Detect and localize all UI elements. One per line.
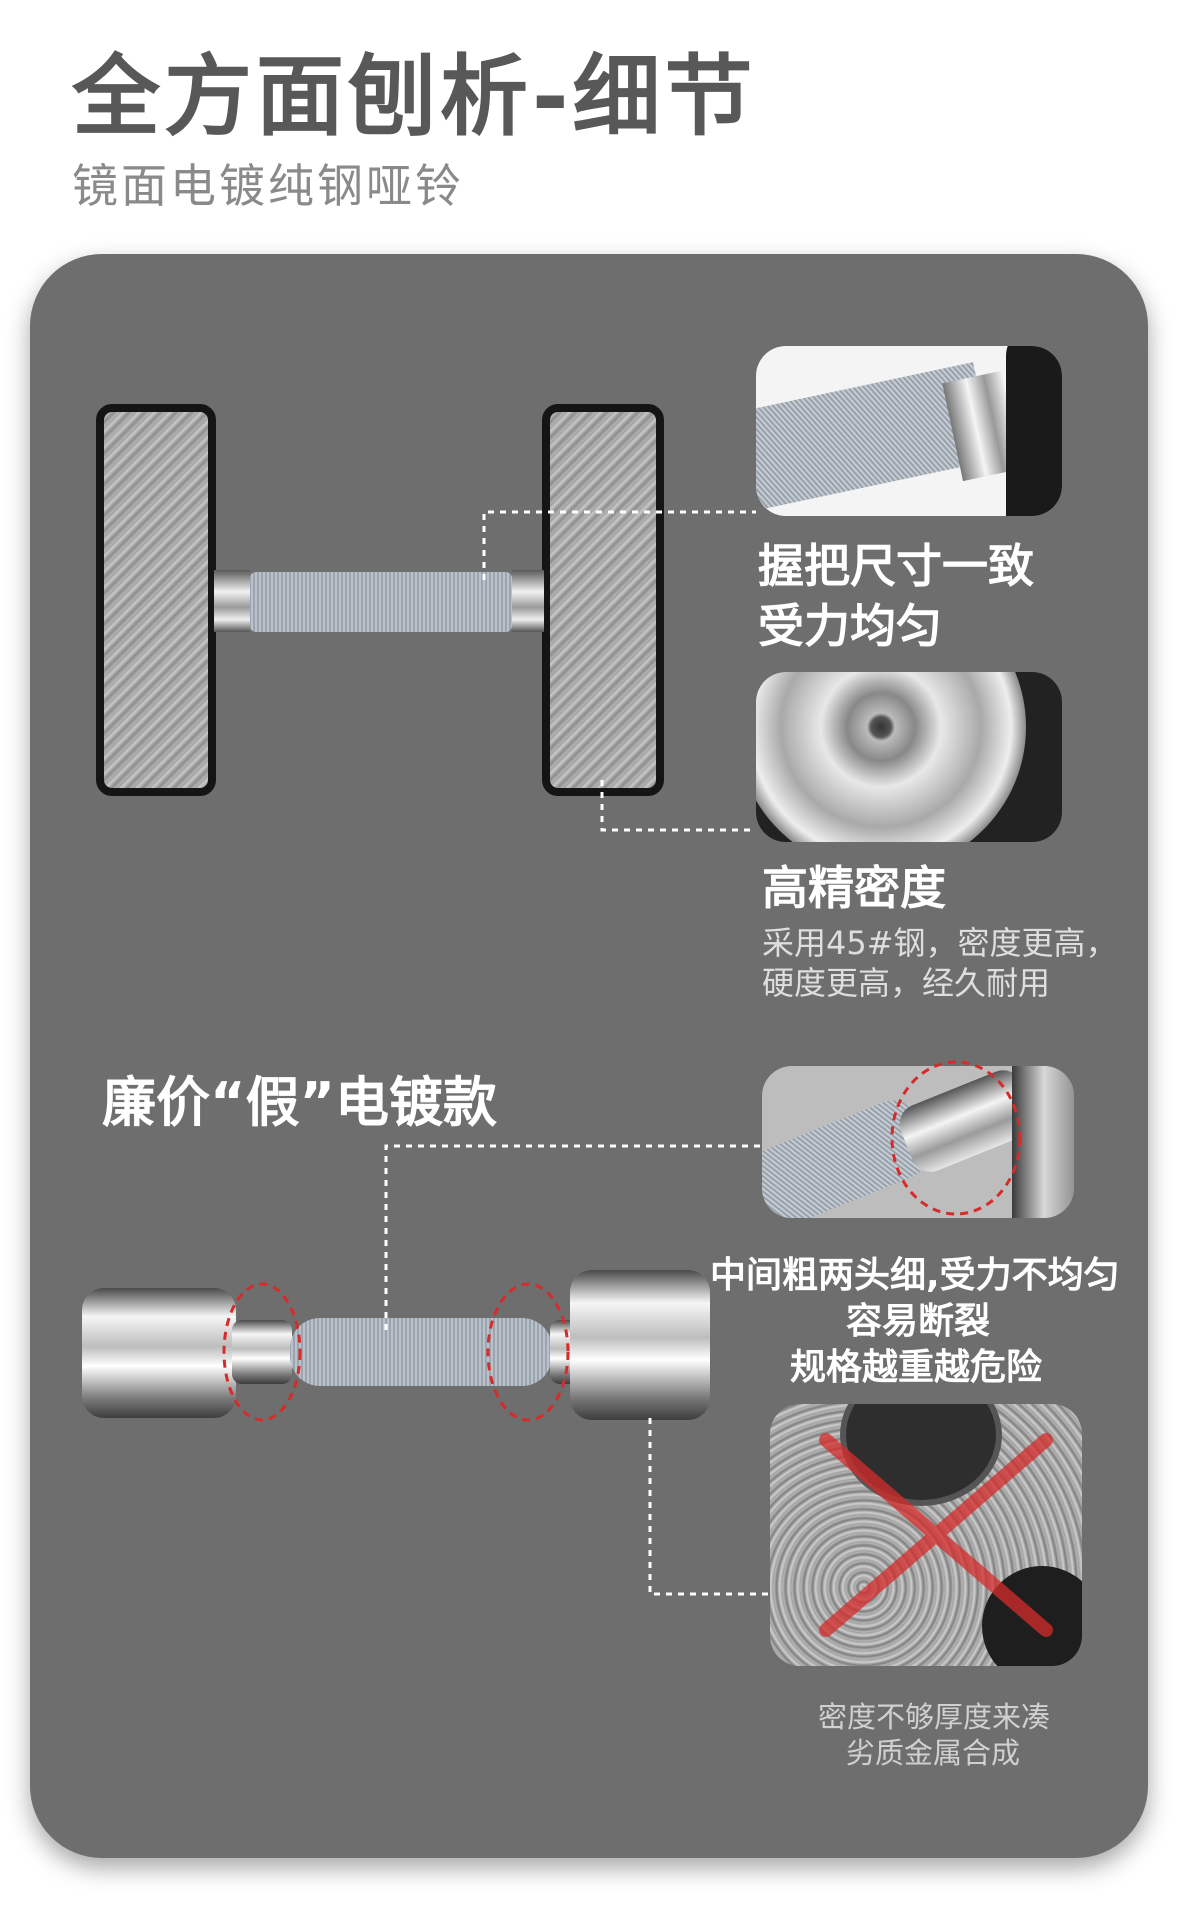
fake-left-neck	[232, 1320, 292, 1384]
plate-closeup-photo	[756, 672, 1062, 842]
left-plate	[96, 404, 216, 796]
grip-closeup-photo	[756, 346, 1062, 516]
fake-knurled-grip	[290, 1318, 552, 1386]
inferior-metal-shadow	[982, 1566, 1082, 1666]
closeup-plate-edge	[1006, 346, 1062, 516]
page-subtitle: 镜面电镀纯钢哑铃	[72, 159, 464, 213]
density-desc-line1: 采用45#钢，密度更高，	[762, 924, 1118, 962]
left-collar	[214, 570, 250, 632]
fake-grip-closeup-photo	[762, 1066, 1074, 1218]
right-collar	[512, 570, 544, 632]
fake-problem-line1: 中间粗两头细,受力不均匀	[710, 1255, 1120, 1296]
fake-heading: 廉价“假”电镀款	[102, 1071, 497, 1134]
fake-closeup-head	[1012, 1066, 1074, 1218]
fake-left-head	[82, 1288, 236, 1418]
knurled-grip	[250, 572, 512, 632]
density-heading: 高精密度	[762, 861, 946, 915]
grip-heading-line1: 握把尺寸一致	[758, 539, 1034, 593]
fake-right-head	[570, 1270, 710, 1420]
material-line2: 劣质金属合成	[846, 1736, 1021, 1770]
right-plate	[542, 404, 664, 796]
inferior-metal-closeup-photo	[770, 1404, 1082, 1666]
page-title: 全方面刨析-细节	[72, 45, 757, 148]
grip-heading-line2: 受力均匀	[758, 599, 942, 653]
inferior-metal-hole	[840, 1404, 1002, 1506]
density-desc-line2: 硬度更高，经久耐用	[762, 964, 1051, 1002]
closeup-plate-face	[756, 672, 1026, 842]
fake-problem-line2: 容易断裂	[846, 1301, 991, 1342]
material-line1: 密度不够厚度来凑	[818, 1700, 1051, 1734]
fake-problem-line3: 规格越重越危险	[790, 1347, 1043, 1388]
